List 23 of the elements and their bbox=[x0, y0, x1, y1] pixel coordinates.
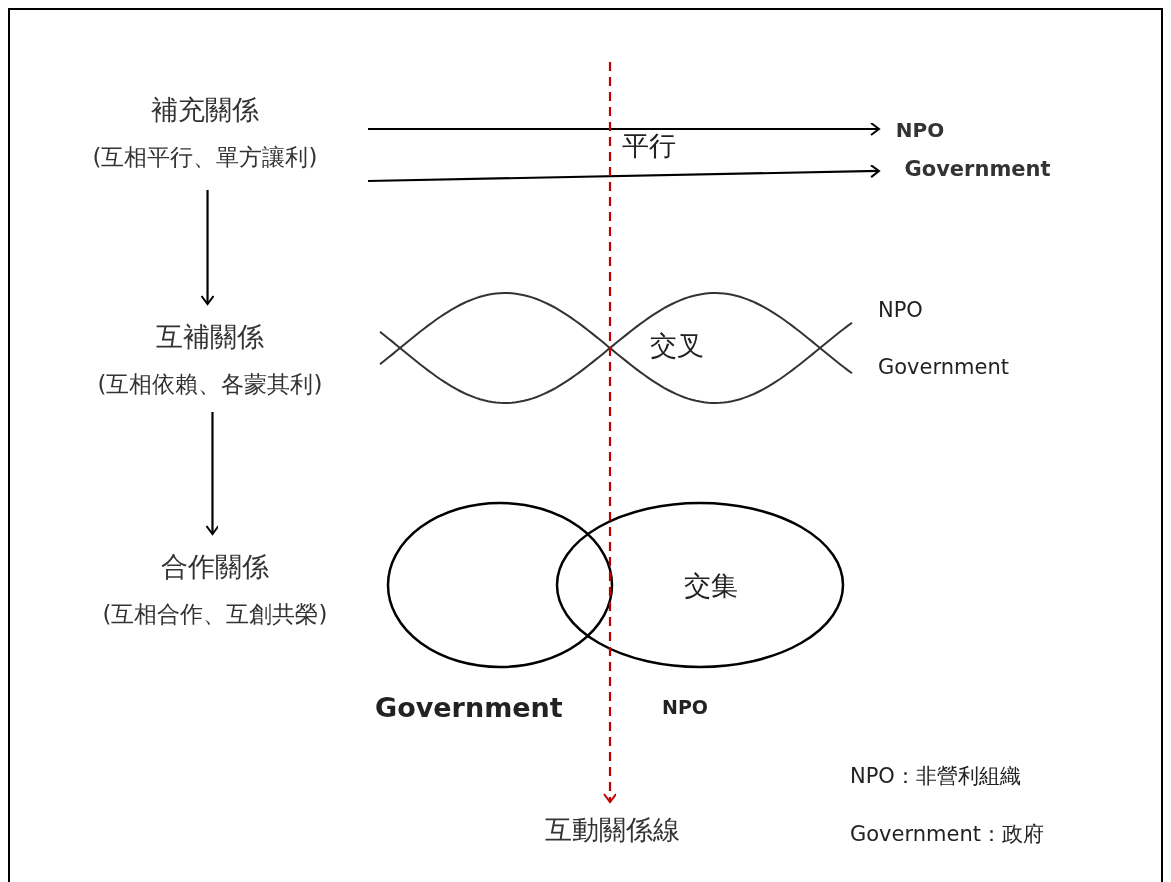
series-label: NPO bbox=[878, 298, 923, 322]
dashed-arrow bbox=[603, 62, 617, 803]
relation-heading: 合作關係 bbox=[161, 549, 269, 584]
legend-note: NPO：非營利組織 bbox=[850, 763, 1021, 790]
region-label: 平行 bbox=[622, 129, 676, 163]
series-label: NPO bbox=[885, 113, 955, 147]
arrow bbox=[368, 122, 880, 136]
relation-subtitle: (互相依賴、各蒙其利) bbox=[97, 369, 323, 399]
series-label: Government bbox=[885, 152, 1070, 186]
relation-heading: 補充關係 bbox=[151, 92, 259, 127]
relation-subtitle: (互相合作、互創共榮) bbox=[102, 599, 328, 629]
region-label: 交集 bbox=[684, 569, 738, 603]
relation-heading: 互補關係 bbox=[156, 319, 264, 354]
legend-note: Government：政府 bbox=[850, 821, 1044, 848]
relation-subtitle: (互相平行、單方讓利) bbox=[92, 142, 318, 172]
set-label: NPO bbox=[662, 696, 708, 718]
series-label: Government bbox=[878, 355, 1009, 379]
region-label: 交叉 bbox=[650, 329, 704, 363]
arrow bbox=[205, 412, 220, 535]
set-label: Government bbox=[375, 692, 563, 723]
arrow bbox=[200, 190, 215, 305]
arrow bbox=[367, 164, 880, 183]
axis-label: 互動關係線 bbox=[515, 808, 710, 852]
